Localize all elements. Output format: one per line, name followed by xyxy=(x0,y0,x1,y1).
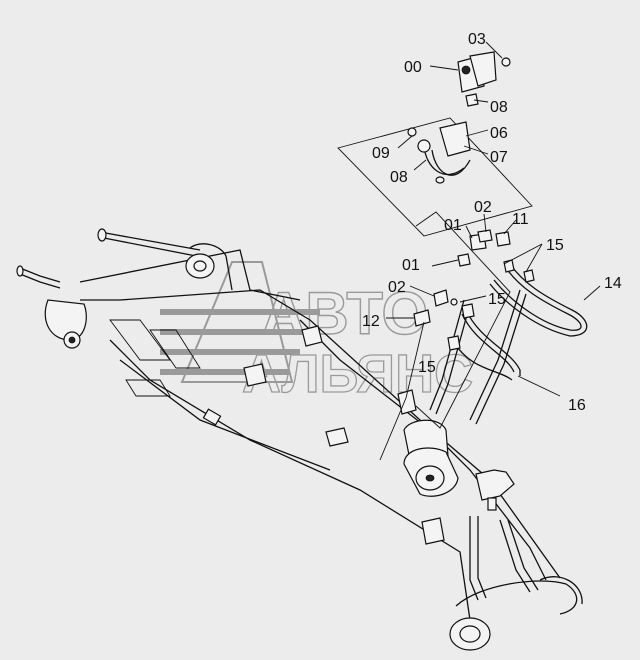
callout-01-lower: 01 xyxy=(402,257,420,274)
leader-lines xyxy=(386,41,601,397)
boom-assembly xyxy=(16,228,583,651)
callout-14: 14 xyxy=(604,275,622,292)
watermark-logo: АВТО АЛЬЯНС xyxy=(160,261,474,405)
callout-08-lower: 08 xyxy=(390,169,408,186)
callout-06: 06 xyxy=(490,125,508,142)
clamp-detail-view xyxy=(337,51,533,237)
callout-02-upper: 02 xyxy=(474,199,492,216)
watermark-line-1: АВТО xyxy=(262,280,428,347)
callout-00: 00 xyxy=(404,59,422,76)
callout-labels: 00 03 08 06 09 07 08 01 02 11 15 14 01 0… xyxy=(362,31,622,414)
callout-03: 03 xyxy=(468,31,486,48)
callout-15-mid: 15 xyxy=(488,291,506,308)
callout-08-upper: 08 xyxy=(490,99,508,116)
callout-09: 09 xyxy=(372,145,390,162)
callout-12: 12 xyxy=(362,313,380,330)
callout-15-lower: 15 xyxy=(418,359,436,376)
callout-01-upper: 01 xyxy=(444,217,462,234)
callout-16: 16 xyxy=(568,397,586,414)
callout-07: 07 xyxy=(490,149,508,166)
callout-02-lower: 02 xyxy=(388,279,406,296)
callout-11: 11 xyxy=(512,211,529,228)
callout-15-right: 15 xyxy=(546,237,564,254)
